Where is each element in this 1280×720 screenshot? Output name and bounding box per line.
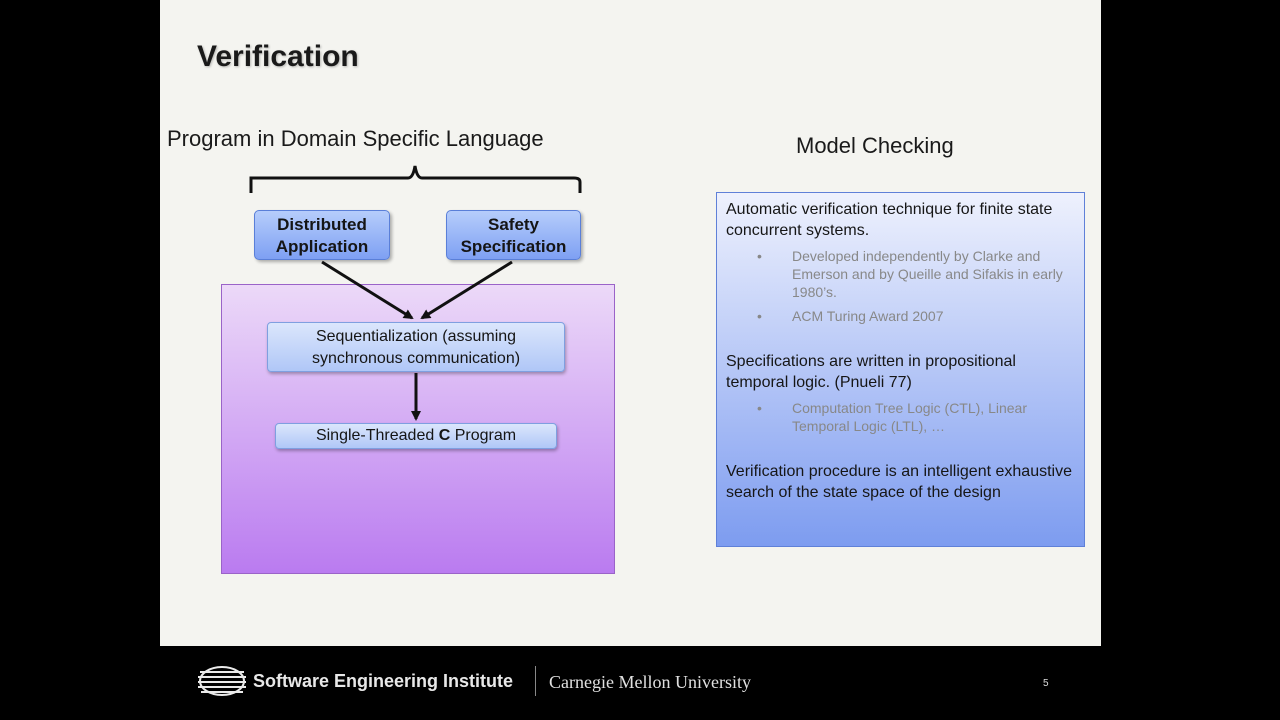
safety-line1: Safety — [487, 215, 540, 234]
mc-item-2: Specifications are written in propositio… — [726, 353, 1016, 391]
mc-subitem-1-2-text: ACM Turing Award 2007 — [792, 308, 944, 324]
safety-specification-box: Safety Specification — [446, 210, 581, 260]
curly-brace — [249, 165, 582, 193]
arrow-distributed-to-seq — [321, 260, 414, 320]
bullet-icon: • — [757, 308, 762, 324]
dsl-label: Program in Domain Specific Language — [167, 126, 544, 151]
page-number: 5 — [1043, 678, 1049, 689]
bullet-icon: • — [757, 248, 762, 264]
program-text-pre: Single-Threaded — [315, 427, 439, 444]
cmu-name: Carnegie Mellon University — [549, 672, 751, 692]
slide: Verification Program in Domain Specific … — [160, 0, 1101, 646]
mc-subitem-2-1-text: Computation Tree Logic (CTL), Linear Tem… — [792, 400, 1027, 434]
slide-title: Verification — [197, 40, 359, 73]
flow-arrows — [321, 260, 513, 421]
seq-line2: synchronous communication) — [311, 350, 521, 367]
distributed-line1: Distributed — [277, 215, 367, 234]
arrow-safety-to-seq — [420, 260, 513, 320]
footer-divider — [535, 666, 536, 696]
program-text-post: Program — [450, 427, 517, 444]
model-checking-title: Model Checking — [796, 133, 954, 158]
seq-line1: Sequentialization (assuming — [315, 328, 517, 345]
bullet-icon: • — [757, 400, 762, 416]
mc-subitem-2-1: • Computation Tree Logic (CTL), Linear T… — [726, 399, 1075, 435]
sei-name: Software Engineering Institute — [253, 671, 514, 691]
distributed-application-box: Distributed Application — [254, 210, 390, 260]
mc-item-3: Verification procedure is an intelligent… — [726, 463, 1072, 501]
sei-logo-icon — [198, 666, 246, 696]
program-text-c: C — [438, 427, 451, 444]
mc-item-1: Automatic verification technique for fin… — [726, 201, 1053, 239]
single-threaded-program-box: Single-Threaded C Program — [275, 423, 557, 449]
distributed-line2: Application — [275, 237, 369, 256]
mc-subitem-1-1: • Developed independently by Clarke and … — [726, 247, 1075, 301]
model-checking-box: Automatic verification technique for fin… — [716, 192, 1085, 547]
mc-subitem-1-1-text: Developed independently by Clarke and Em… — [792, 248, 1063, 300]
safety-line2: Specification — [460, 237, 567, 256]
sequentialization-box: Sequentialization (assuming synchronous … — [267, 322, 565, 372]
mc-subitem-1-2: • ACM Turing Award 2007 — [726, 307, 1075, 325]
